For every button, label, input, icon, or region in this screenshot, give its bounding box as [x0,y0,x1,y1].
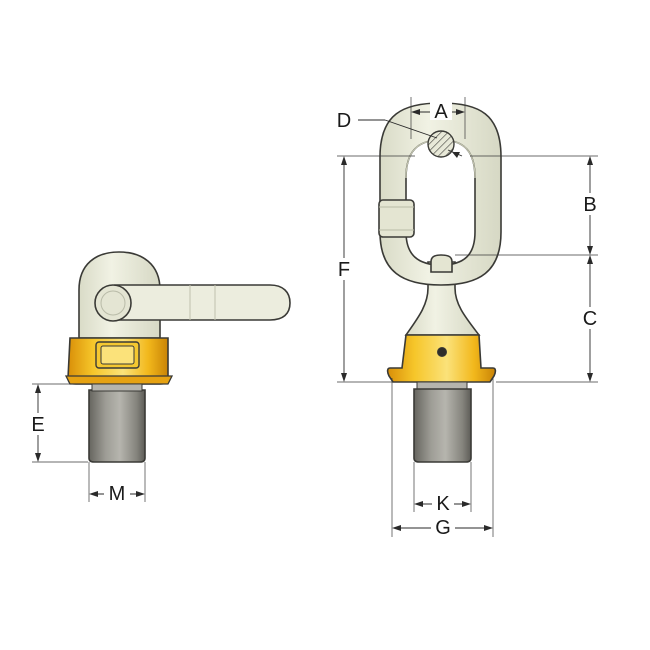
ring-link [430,254,453,273]
base-hole [437,347,447,357]
ring-sleeve [378,199,415,238]
dimension-g: G [391,378,494,539]
label-e: E [31,414,44,436]
label-g: G [435,517,451,539]
ring-section [427,130,455,158]
side-view [64,251,291,463]
dimension-b: B [455,155,600,256]
threaded-stud-front [413,388,472,463]
label-b: B [583,194,596,216]
front-view [378,102,502,463]
dimension-e: E [28,383,88,463]
label-c: C [583,308,597,330]
dimension-k: K [413,462,472,515]
label-f: F [338,259,350,281]
dimension-m: M [88,462,146,505]
bail-arm [114,284,291,321]
threaded-stud-side [88,389,146,463]
dimension-f: F [334,155,415,383]
bail-pivot [94,284,132,322]
label-d: D [337,110,351,132]
leader-d: D [337,110,463,158]
dimension-c: C [496,255,600,383]
dimension-a: A [410,97,466,139]
gold-base-front [386,334,497,383]
label-a: A [434,101,448,123]
label-m: M [109,483,126,505]
label-k: K [436,493,450,515]
